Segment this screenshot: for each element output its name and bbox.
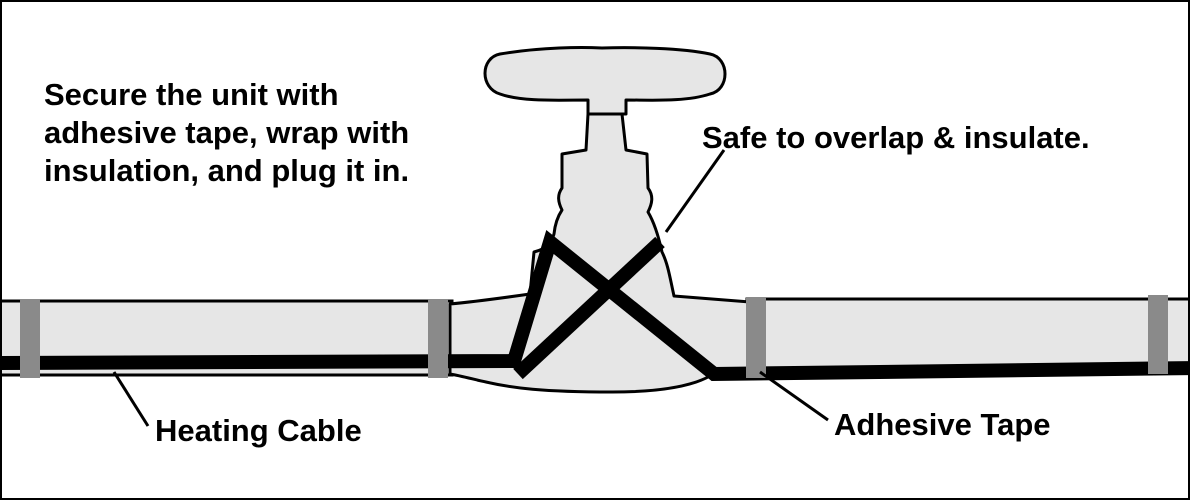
adhesive-tape-band xyxy=(20,299,40,378)
overlap-leader-line xyxy=(664,149,726,233)
heating-cable-label: Heating Cable xyxy=(155,413,362,448)
adhesive-tape-band xyxy=(746,297,766,378)
heating-cable-leader-line xyxy=(112,371,150,427)
adhesive-tape-leader-line xyxy=(759,370,829,422)
instruction-text: Secure the unit with adhesive tape, wrap… xyxy=(44,77,410,188)
adhesive-tape-band xyxy=(1148,295,1168,374)
heating-cable xyxy=(2,230,1188,382)
overlap-label: Safe to overlap & insulate. xyxy=(702,120,1090,155)
right-pipe xyxy=(745,297,1188,375)
heating-cable-overlap xyxy=(513,236,665,380)
valve-handwheel xyxy=(483,46,727,116)
adhesive-tape-label: Adhesive Tape xyxy=(834,407,1051,442)
adhesive-tape-band xyxy=(428,299,448,378)
